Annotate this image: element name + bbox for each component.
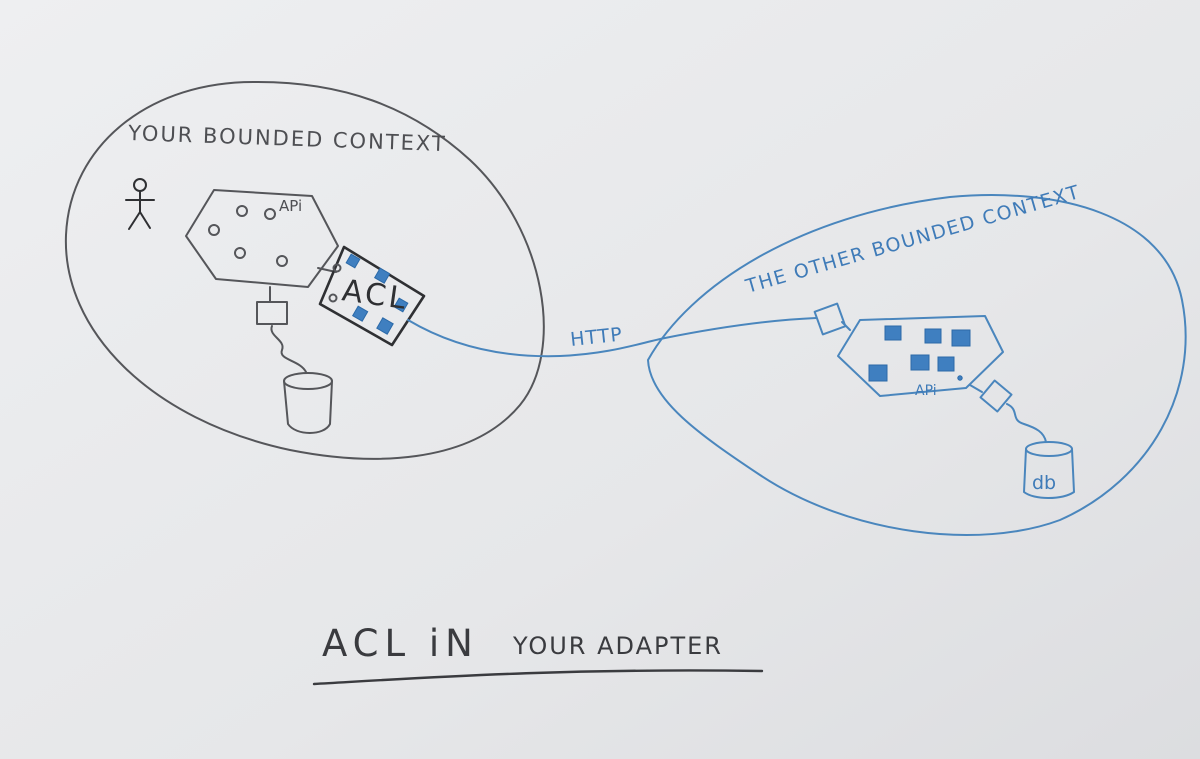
user-actor-icon bbox=[125, 178, 155, 230]
your-api-label: APi bbox=[279, 197, 302, 215]
caption-underline bbox=[312, 669, 764, 686]
other-api-label: APi bbox=[915, 383, 937, 399]
other-inbound-port bbox=[813, 302, 847, 336]
domain-block bbox=[951, 329, 971, 347]
http-label: HTTP bbox=[569, 324, 624, 351]
port-to-api-line bbox=[841, 321, 851, 331]
other-api-hexagon: APi bbox=[837, 315, 1004, 399]
diagram-caption: ACL iN YOUR ADAPTER bbox=[312, 622, 764, 686]
your-db-connection bbox=[270, 325, 307, 373]
other-database-icon: db bbox=[1023, 441, 1075, 499]
your-api-hexagon: APi bbox=[185, 189, 339, 288]
caption-part-2: YOUR ADAPTER bbox=[512, 632, 723, 660]
http-connection-line bbox=[407, 317, 817, 358]
domain-block bbox=[884, 325, 902, 341]
your-repository-port bbox=[256, 301, 288, 325]
other-db-label: db bbox=[1032, 472, 1056, 494]
other-repository-port bbox=[979, 379, 1013, 413]
your-database-icon bbox=[283, 372, 333, 434]
other-db-connection bbox=[1006, 403, 1047, 443]
domain-block bbox=[910, 354, 930, 371]
domain-block bbox=[937, 356, 955, 372]
domain-block bbox=[868, 364, 888, 382]
caption-part-1: ACL iN bbox=[322, 622, 479, 665]
api-to-port-line bbox=[969, 384, 983, 393]
other-context-boundary bbox=[647, 194, 1187, 536]
your-context-boundary bbox=[64, 80, 545, 460]
http-connection: HTTP bbox=[407, 317, 817, 358]
domain-block bbox=[924, 328, 942, 344]
